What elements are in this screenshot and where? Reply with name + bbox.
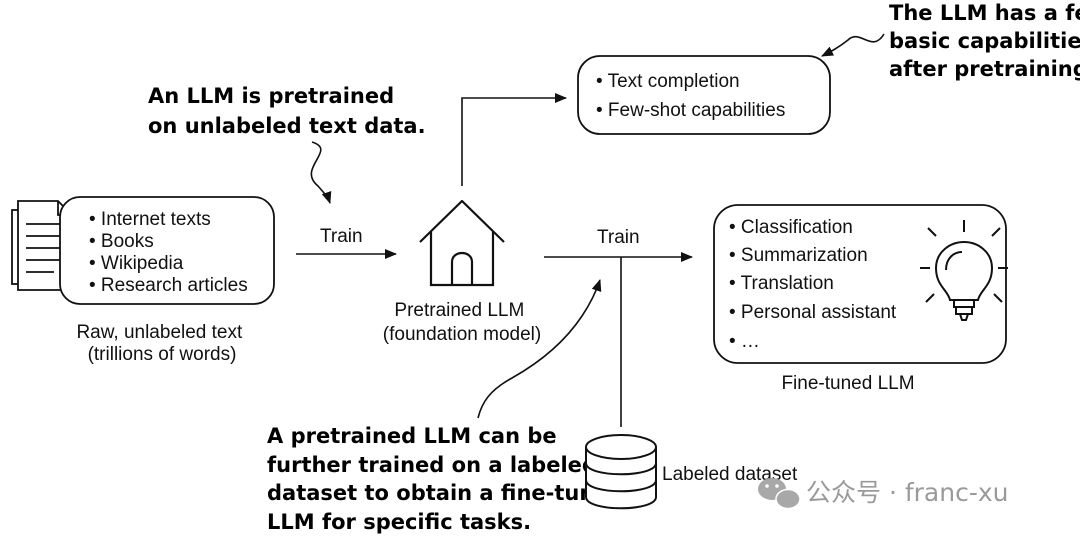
raw-text-caption: Raw, unlabeled text (trillions of words): [76, 322, 247, 365]
wechat-icon: [758, 478, 801, 510]
annotation-pretrain-line: An LLM is pretrained: [148, 84, 394, 108]
annotation-finetune-line: A pretrained LLM can be: [267, 424, 557, 448]
house-icon: [419, 199, 505, 287]
list-item: • Translation: [729, 273, 834, 294]
list-item: • Books: [89, 231, 154, 252]
capabilities-arrow: [461, 93, 567, 186]
list-item: • Internet texts: [89, 209, 211, 230]
watermark-text: 公众号 · franc-xu: [806, 478, 1009, 507]
caption-line: (foundation model): [383, 324, 541, 345]
annotation-capabilities-line: after pretraining.: [889, 57, 1080, 81]
basic-capabilities-list: • Text completion • Few-shot capabilitie…: [596, 71, 785, 121]
annotation-finetune-line: further trained on a labeled: [267, 453, 597, 477]
list-item: • Summarization: [729, 245, 868, 266]
train-label: Train: [597, 227, 640, 248]
list-item: • Personal assistant: [729, 302, 897, 323]
annotation-capabilities-arrow: [821, 33, 885, 57]
annotation-pretrain-line: on unlabeled text data.: [148, 114, 426, 138]
caption-line: (trillions of words): [88, 344, 237, 365]
raw-text-list: • Internet texts • Books • Wikipedia • R…: [89, 209, 248, 296]
train-label: Train: [320, 226, 363, 247]
list-item: • Classification: [729, 217, 853, 238]
raw-text-box: [59, 196, 275, 305]
annotation-pretrain-arrow: [310, 141, 332, 204]
annotation-finetune-arrow: [477, 279, 602, 419]
dataset-label: Labeled dataset: [662, 464, 798, 485]
list-item: • …: [729, 331, 760, 352]
annotation-finetune-line: dataset to obtain a fine-tuned: [267, 481, 624, 505]
pretrained-caption: Pretrained LLM (foundation model): [383, 300, 541, 345]
lightbulb-icon: [920, 220, 1008, 321]
finetuned-caption: Fine-tuned LLM: [781, 373, 914, 394]
annotation-capabilities-line: The LLM has a few: [889, 1, 1080, 25]
annotation-capabilities: The LLM has a few basic capabilities aft…: [889, 1, 1080, 81]
list-item: • Few-shot capabilities: [596, 100, 785, 121]
list-item: • Wikipedia: [89, 253, 184, 274]
list-item: • Research articles: [89, 275, 248, 296]
annotation-finetune-line: LLM for specific tasks.: [267, 510, 531, 534]
document-icon: [11, 200, 73, 291]
finetuned-box: [713, 204, 1007, 364]
list-item: • Text completion: [596, 71, 740, 92]
database-icon: [585, 434, 657, 510]
annotation-finetune: A pretrained LLM can be further trained …: [267, 424, 631, 534]
caption-line: Raw, unlabeled text: [76, 322, 243, 343]
annotation-capabilities-line: basic capabilities: [889, 29, 1080, 53]
finetuned-list: • Classification • Summarization • Trans…: [729, 217, 901, 352]
basic-capabilities-box: [577, 55, 831, 135]
caption-line: Pretrained LLM: [394, 300, 524, 321]
annotation-pretrain: An LLM is pretrained on unlabeled text d…: [148, 84, 426, 138]
